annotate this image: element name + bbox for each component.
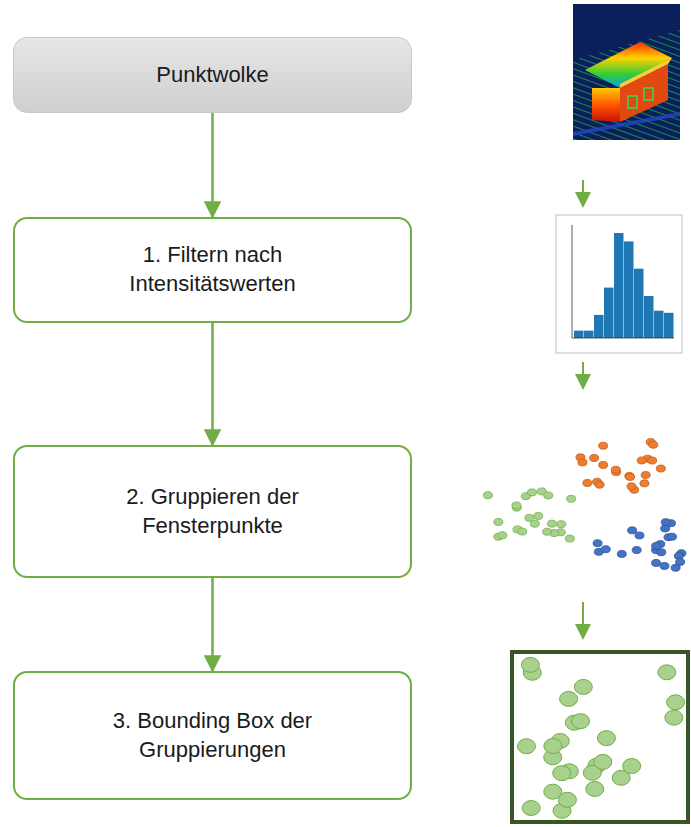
process-box: 1. Filtern nach Intensitätswerten <box>13 217 412 323</box>
flow-arrow <box>211 113 214 217</box>
point-cloud-image <box>573 4 680 140</box>
histogram <box>556 215 682 353</box>
node-label: 1. Filtern nach Intensitätswerten <box>88 241 338 298</box>
node-label: 3. Bounding Box der Gruppierungen <box>88 707 338 764</box>
flow-arrow <box>211 323 214 445</box>
point-clusters <box>483 439 685 572</box>
node-label: 2. Gruppieren der Fensterpunkte <box>88 483 338 540</box>
small-arrow <box>582 602 584 632</box>
small-arrow <box>582 180 584 200</box>
bounding-box-figure <box>512 652 688 822</box>
process-box: 3. Bounding Box der Gruppierungen <box>13 671 412 800</box>
process-box: 2. Gruppieren der Fensterpunkte <box>13 445 412 578</box>
node-label: Punktwolke <box>156 61 269 90</box>
start-box: Punktwolke <box>13 37 412 113</box>
small-arrow <box>582 362 584 382</box>
flow-arrow <box>211 578 214 671</box>
